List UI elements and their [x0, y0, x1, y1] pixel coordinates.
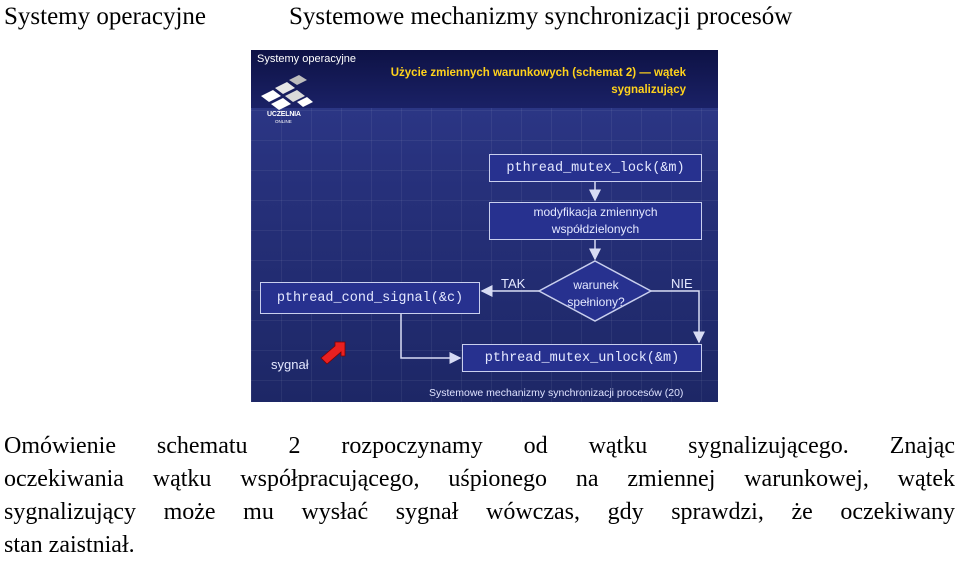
decision-diamond: [537, 260, 653, 322]
arrow-decision-no: [651, 290, 705, 344]
body-line-1: Omówienie schematu 2 rozpoczynamy od wąt…: [4, 433, 955, 459]
header-topic-title: Systemowe mechanizmy synchronizacji proc…: [289, 3, 793, 30]
modify-box-line2: współdzielonych: [551, 222, 640, 236]
mutex-unlock-box: pthread_mutex_unlock(&m): [462, 344, 702, 372]
uczelnia-logo-subtext: ONLINE: [275, 119, 292, 124]
slide-course-label: Systemy operacyjne: [257, 53, 357, 65]
body-line-2: oczekiwania wątku współpracującego, uśpi…: [4, 466, 955, 492]
decision-text-line1: warunek: [573, 278, 619, 292]
slide-header-bar: [251, 50, 718, 108]
arrow-signal-to-unlock: [400, 314, 462, 364]
decision-text-line2: spełniony?: [567, 295, 625, 309]
header-course-title: Systemy operacyjne: [4, 3, 207, 30]
slide-title-line1: Użycie zmiennych warunkowych (schemat 2)…: [390, 67, 686, 79]
mutex-lock-box: pthread_mutex_lock(&m): [489, 154, 702, 182]
uczelnia-logo-text: UCZELNIA: [267, 111, 301, 118]
slide-title-line2: sygnalizujący: [611, 84, 686, 96]
modify-box-line1: modyfikacja zmiennych: [533, 205, 658, 219]
uczelnia-logo-icon: [261, 75, 313, 110]
yes-label: TAK: [501, 276, 526, 291]
modify-shared-variables-box: modyfikacja zmiennych współdzielonych: [489, 202, 702, 240]
body-line-3: sygnalizujący może mu wysłać sygnał wówc…: [4, 499, 955, 525]
slide-image: Systemy operacyjne Użycie zmiennych waru…: [251, 50, 718, 402]
cond-signal-box: pthread_cond_signal(&c): [260, 282, 480, 314]
signal-arrow-icon: [320, 341, 346, 365]
flowchart-connectors: [320, 182, 705, 365]
no-label: NIE: [671, 276, 693, 291]
decision-text: warunek spełniony?: [541, 277, 651, 311]
body-paragraph: Omówienie schematu 2 rozpoczynamy od wąt…: [4, 430, 955, 562]
slide-footer: Systemowe mechanizmy synchronizacji proc…: [429, 387, 684, 399]
signal-label: sygnał: [271, 357, 309, 372]
body-line-4: stan zaistniał.: [4, 532, 135, 558]
